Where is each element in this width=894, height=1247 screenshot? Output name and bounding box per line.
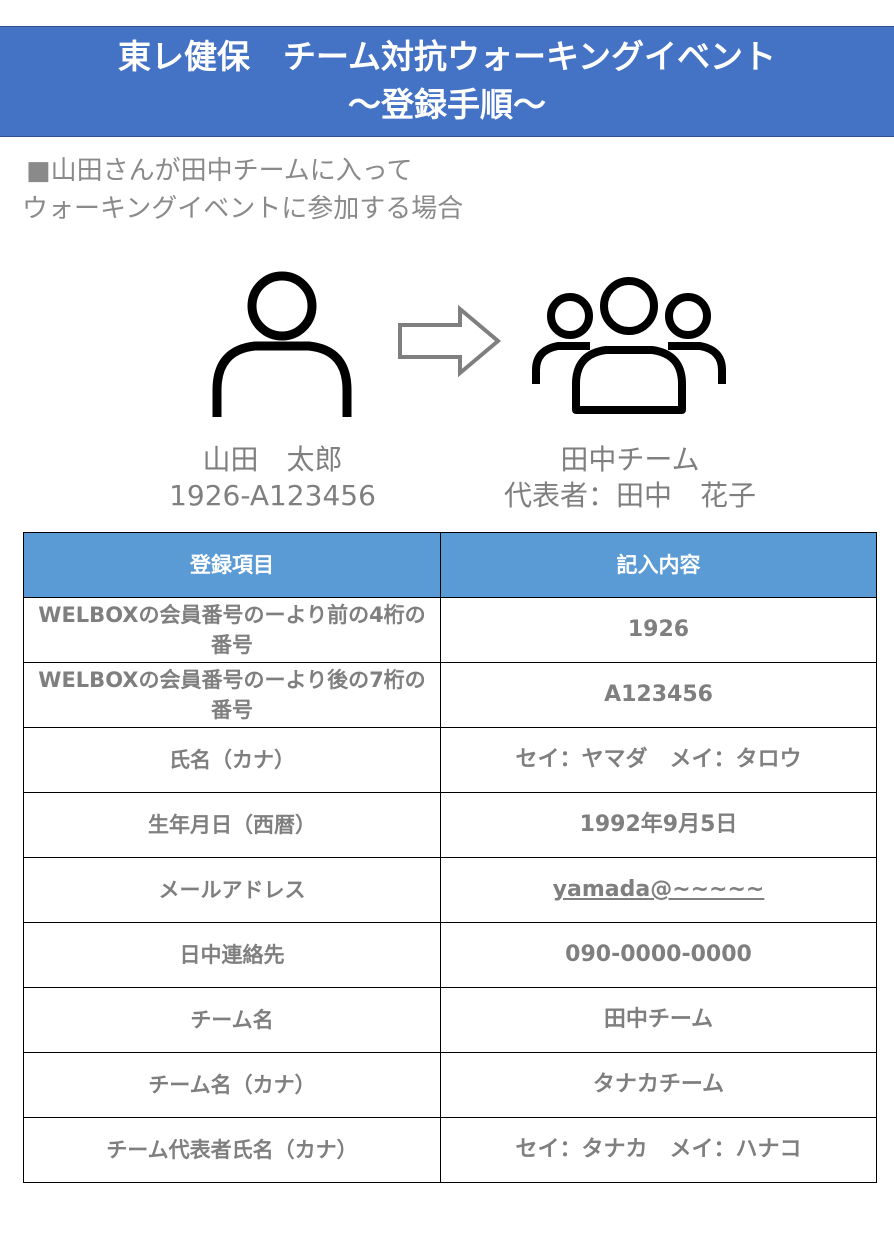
person-icon	[212, 271, 352, 417]
table-row: 日中連絡先 090-0000-0000	[23, 922, 877, 988]
header-item: 登録項目	[23, 532, 441, 598]
table-row: WELBOXの会員番号のーより前の4桁の番号 1926	[23, 597, 877, 663]
person-name: 山田 太郎	[202, 443, 343, 476]
row-item: チーム名（カナ）	[23, 1052, 441, 1118]
group-icon	[532, 277, 726, 414]
person-caption: 山田 太郎 1926-A123456	[140, 442, 405, 514]
intro-line-1: ■山田さんが田中チームに入って	[26, 156, 413, 186]
row-value: 田中チーム	[440, 987, 877, 1053]
table-row: 生年月日（西暦） 1992年9月5日	[23, 792, 877, 858]
intro-line-2: ウォーキングイベントに参加する場合	[22, 194, 464, 224]
row-item: チーム名	[23, 987, 441, 1053]
row-item: 生年月日（西暦）	[23, 792, 441, 858]
table-row: チーム名（カナ） タナカチーム	[23, 1052, 877, 1118]
row-value: 090-0000-0000	[440, 922, 877, 988]
row-item: 氏名（カナ）	[23, 727, 441, 793]
table-row: メールアドレス yamada@~~~~~	[23, 857, 877, 923]
title-line-2: ～登録手順～	[348, 85, 546, 124]
arrow-right-icon	[398, 304, 502, 378]
registration-table: 登録項目 記入内容 WELBOXの会員番号のーより前の4桁の番号 1926 WE…	[23, 532, 877, 1183]
table-row: チーム代表者氏名（カナ） セイ：タナカ メイ：ハナコ	[23, 1117, 877, 1183]
title-line-1: 東レ健保 チーム対抗ウォーキングイベント	[117, 37, 777, 76]
team-caption: 田中チーム 代表者：田中 花子	[480, 442, 780, 514]
team-name: 田中チーム	[560, 443, 700, 476]
row-value: セイ：ヤマダ メイ：タロウ	[440, 727, 877, 793]
team-leader: 代表者：田中 花子	[503, 479, 756, 512]
row-value: セイ：タナカ メイ：ハナコ	[440, 1117, 877, 1183]
row-value: 1926	[440, 597, 877, 663]
table-row: WELBOXの会員番号のーより後の7桁の番号 A123456	[23, 662, 877, 728]
header-content: 記入内容	[440, 532, 877, 598]
row-item: チーム代表者氏名（カナ）	[23, 1117, 441, 1183]
table-row: チーム名 田中チーム	[23, 987, 877, 1053]
row-value: 1992年9月5日	[440, 792, 877, 858]
row-item: WELBOXの会員番号のーより後の7桁の番号	[23, 662, 441, 728]
row-item: 日中連絡先	[23, 922, 441, 988]
row-item: WELBOXの会員番号のーより前の4桁の番号	[23, 597, 441, 663]
title-banner: 東レ健保 チーム対抗ウォーキングイベント ～登録手順～	[0, 26, 894, 137]
person-id: 1926-A123456	[169, 479, 376, 512]
row-value: タナカチーム	[440, 1052, 877, 1118]
table-header-row: 登録項目 記入内容	[23, 532, 877, 598]
row-value: A123456	[440, 662, 877, 728]
email-link[interactable]: yamada@~~~~~	[440, 857, 877, 923]
row-item: メールアドレス	[23, 857, 441, 923]
intro-text: ■山田さんが田中チームに入って ウォーキングイベントに参加する場合	[22, 152, 463, 228]
table-row: 氏名（カナ） セイ：ヤマダ メイ：タロウ	[23, 727, 877, 793]
